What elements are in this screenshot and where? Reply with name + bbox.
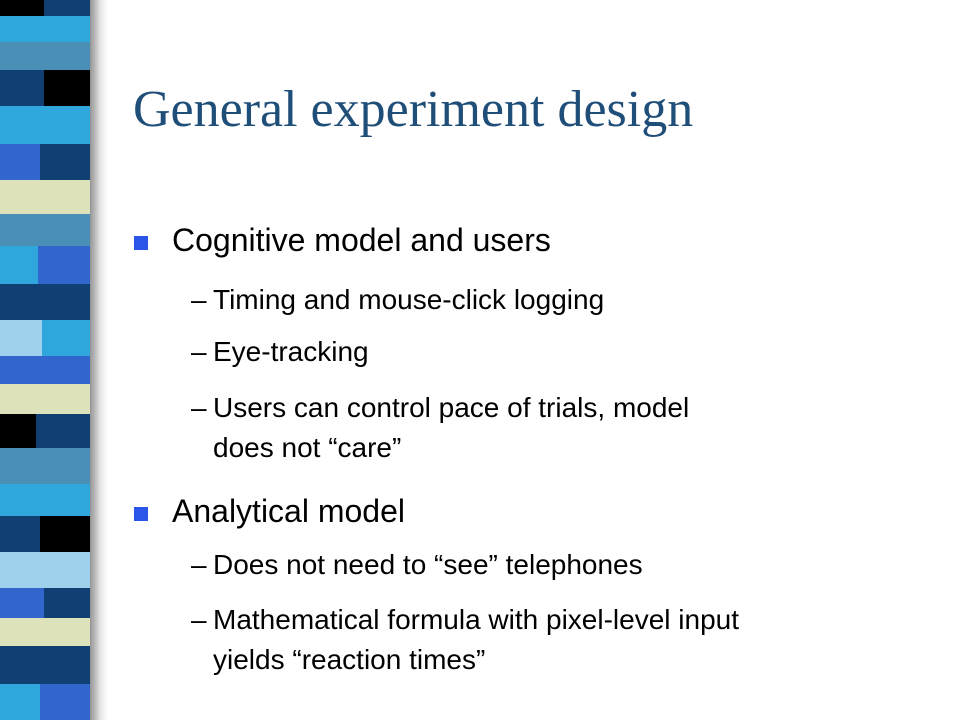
subitem-user-pace: –Users can control pace of trials, model (191, 392, 689, 424)
subitem-timing: –Timing and mouse-click logging (191, 284, 604, 316)
stripe-shadow (90, 0, 108, 720)
subitem-formula: –Mathematical formula with pixel-level i… (191, 604, 739, 636)
slide-title: General experiment design (133, 81, 694, 138)
stripe-block (42, 320, 90, 356)
stripe-block (0, 284, 90, 320)
stripe-block (36, 414, 90, 448)
stripe-block (0, 42, 90, 70)
stripe-block (0, 448, 90, 484)
subitem-text: Mathematical formula with pixel-level in… (213, 604, 739, 635)
subitem-text: Timing and mouse-click logging (213, 284, 605, 315)
bullet-cognitive-model: Cognitive model and users (172, 222, 551, 258)
stripe-block (0, 552, 90, 588)
dash-glyph: – (191, 284, 207, 315)
stripe-block (40, 144, 90, 180)
stripe-block (0, 356, 90, 384)
subitem-telephones: –Does not need to “see” telephones (191, 549, 643, 581)
subitem-eye-tracking: –Eye-tracking (191, 336, 369, 368)
dash-glyph: – (191, 604, 207, 635)
stripe-block (0, 484, 90, 516)
square-bullet-icon (134, 507, 148, 521)
stripe-block (0, 646, 90, 684)
subitem-text: Does not need to “see” telephones (213, 549, 643, 580)
decorative-color-stripe (0, 0, 108, 720)
stripe-block (40, 516, 90, 552)
bullet-analytical-model: Analytical model (172, 493, 405, 529)
stripe-block (44, 588, 90, 618)
square-bullet-icon (134, 236, 148, 250)
dash-glyph: – (191, 336, 207, 367)
stripe-block (0, 214, 90, 246)
subitem-text: Users can control pace of trials, model (213, 392, 690, 423)
stripe-block (0, 180, 90, 214)
subitem-text: Eye-tracking (213, 336, 369, 367)
stripe-block (0, 384, 90, 414)
stripe-block (0, 618, 90, 646)
subitem-user-pace-continued: does not “care” (213, 432, 402, 463)
stripe-block (0, 16, 90, 42)
stripe-block (44, 70, 90, 106)
stripe-block (40, 684, 90, 720)
subitem-formula-continued: yields “reaction times” (213, 644, 486, 675)
dash-glyph: – (191, 392, 207, 423)
stripe-block (44, 0, 90, 16)
stripe-block (0, 106, 90, 144)
dash-glyph: – (191, 549, 207, 580)
stripe-block (38, 246, 90, 284)
